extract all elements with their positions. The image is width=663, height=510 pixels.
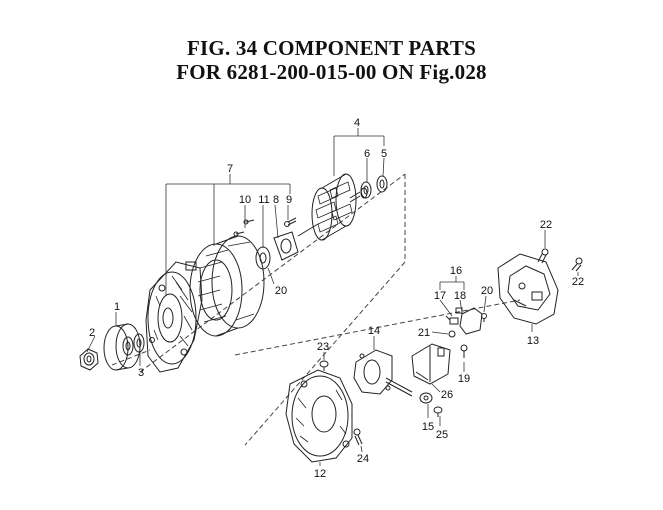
callout-20-left: 20 bbox=[275, 285, 287, 297]
rear-frame-part bbox=[285, 369, 353, 463]
brush-holder-part bbox=[445, 307, 483, 335]
bearing-part bbox=[360, 181, 372, 199]
callout-9: 9 bbox=[286, 194, 292, 206]
callout-5: 5 bbox=[381, 148, 387, 160]
screw-23-part bbox=[319, 360, 329, 371]
screw-21-part bbox=[448, 330, 456, 338]
callout-2: 2 bbox=[89, 327, 95, 339]
callout-23: 23 bbox=[317, 341, 329, 353]
callout-16: 16 bbox=[450, 265, 462, 277]
callout-24: 24 bbox=[357, 453, 369, 465]
callout-1: 1 bbox=[114, 301, 120, 313]
drive-end-frame-part bbox=[145, 261, 203, 373]
callout-8: 8 bbox=[273, 194, 279, 206]
nut-part bbox=[79, 348, 99, 371]
callout-17: 17 bbox=[434, 290, 446, 302]
callout-14: 14 bbox=[368, 325, 380, 337]
ring-part bbox=[376, 175, 388, 193]
regulator-part bbox=[411, 343, 451, 385]
bolt-24-part bbox=[353, 428, 363, 446]
rectifier-assembly-part bbox=[353, 349, 413, 397]
callout-19: 19 bbox=[458, 373, 470, 385]
callout-6: 6 bbox=[364, 148, 370, 160]
stator-part bbox=[189, 235, 265, 337]
callout-20-right: 20 bbox=[481, 285, 493, 297]
callout-3: 3 bbox=[138, 367, 144, 379]
bolt-22-part bbox=[537, 248, 583, 272]
callout-7: 7 bbox=[227, 163, 233, 175]
rear-cover-part bbox=[497, 253, 559, 325]
screw-part bbox=[284, 217, 297, 227]
callout-13: 13 bbox=[527, 335, 539, 347]
callout-26: 26 bbox=[441, 389, 453, 401]
callout-15: 15 bbox=[422, 421, 434, 433]
callout-25: 25 bbox=[436, 429, 448, 441]
screw-19-part bbox=[460, 344, 468, 358]
callout-4: 4 bbox=[354, 117, 360, 129]
washer-part bbox=[419, 392, 433, 404]
callout-11: 11 bbox=[258, 194, 269, 206]
spacer-part bbox=[133, 333, 145, 353]
plate-part bbox=[273, 231, 299, 261]
callout-12: 12 bbox=[314, 468, 326, 480]
callout-22-top: 22 bbox=[540, 219, 552, 231]
assembly-dashed-lines bbox=[111, 173, 521, 446]
leader-lines bbox=[86, 128, 579, 466]
pulley-part bbox=[103, 323, 141, 371]
rotor-part bbox=[297, 173, 368, 241]
callout-10: 10 bbox=[239, 194, 251, 206]
nut-25-part bbox=[433, 406, 443, 417]
callout-22-right: 22 bbox=[572, 276, 584, 288]
callout-21: 21 bbox=[418, 327, 430, 339]
screw-20-part bbox=[481, 313, 487, 322]
figure-title: FIG. 34 COMPONENT PARTS bbox=[187, 36, 476, 60]
rectifier-part bbox=[233, 219, 271, 270]
callout-18: 18 bbox=[454, 290, 466, 302]
figure-subtitle: FOR 6281-200-015-00 ON Fig.028 bbox=[176, 60, 487, 84]
